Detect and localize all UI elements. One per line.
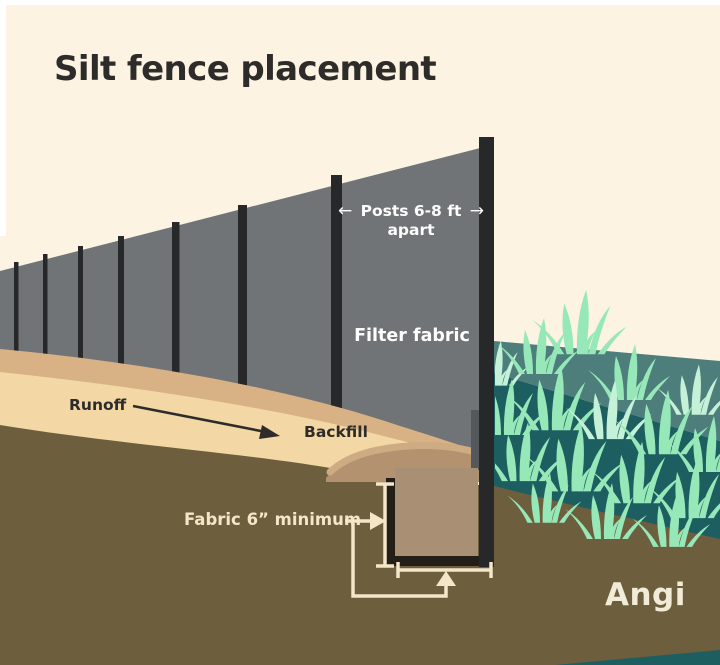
- filter-fabric-label: Filter fabric: [354, 326, 470, 346]
- runoff-label: Runoff: [69, 396, 127, 414]
- page-title: Silt fence placement: [54, 49, 437, 89]
- top-edge-margin: [0, 0, 720, 5]
- right-arrow-icon: →: [469, 201, 484, 221]
- ground-layers: [0, 349, 720, 665]
- dimension-lines: [345, 482, 493, 598]
- posts-spacing-text-line2: apart: [387, 221, 435, 240]
- posts-spacing-label: ← Posts 6-8 ft → apart: [338, 201, 484, 240]
- fabric-shadow: [471, 410, 480, 470]
- left-edge-margin: [0, 0, 6, 236]
- trench: [386, 468, 494, 566]
- runoff-arrow-icon: [132, 404, 280, 439]
- brand-logo: Angi: [605, 577, 686, 613]
- bottom-edge-band: [555, 650, 720, 665]
- backfill-label: Backfill: [304, 423, 368, 441]
- front-post: [479, 137, 494, 567]
- left-arrow-icon: ←: [338, 201, 353, 221]
- fence-posts: [14, 175, 342, 424]
- posts-spacing-text: Posts 6-8 ft: [360, 201, 462, 220]
- fabric-minimum-label: Fabric 6” minimum: [184, 510, 362, 529]
